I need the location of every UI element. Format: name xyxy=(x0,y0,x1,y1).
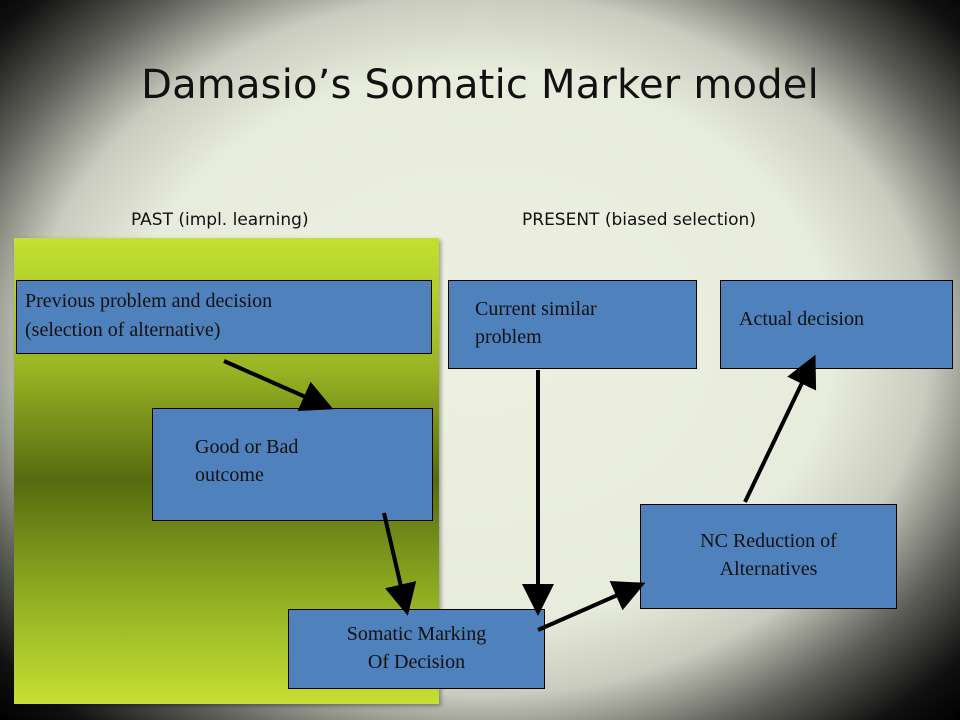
nc-reduction-line-2: Alternatives xyxy=(719,558,818,580)
actual-decision-line-1: Actual decision xyxy=(739,308,864,330)
actual-decision-box: Actual decision xyxy=(720,280,953,369)
previous-problem-box: Previous problem and decision (selection… xyxy=(16,280,432,354)
somatic-marking-line-2: Of Decision xyxy=(367,651,466,673)
arrow-previous-to-outcome xyxy=(223,359,334,411)
arrow-nc-to-actual xyxy=(743,354,817,503)
nc-reduction-box: NC Reduction of Alternatives xyxy=(640,504,897,609)
slide-title: Damasio’s Somatic Marker model xyxy=(141,62,819,108)
current-problem-line-2: problem xyxy=(475,326,542,348)
outcome-box: Good or Bad outcome xyxy=(152,408,433,521)
outcome-line-2: outcome xyxy=(195,464,264,486)
current-problem-box: Current similar problem xyxy=(448,280,697,369)
present-section-label: PRESENT (biased selection) xyxy=(522,210,756,230)
arrow-outcome-to-somatic xyxy=(382,512,417,616)
current-problem-line-1: Current similar xyxy=(475,298,597,320)
previous-problem-line-1: Previous problem and decision xyxy=(25,290,273,312)
outcome-line-1: Good or Bad xyxy=(195,436,299,458)
somatic-marking-line-1: Somatic Marking xyxy=(346,623,487,645)
arrow-somatic-to-nc xyxy=(537,581,646,632)
nc-reduction-line-1: NC Reduction of xyxy=(700,530,837,552)
past-section-label: PAST (impl. learning) xyxy=(131,210,309,230)
previous-problem-line-2: (selection of alternative) xyxy=(25,319,221,341)
somatic-marking-box: Somatic Marking Of Decision xyxy=(288,609,545,689)
